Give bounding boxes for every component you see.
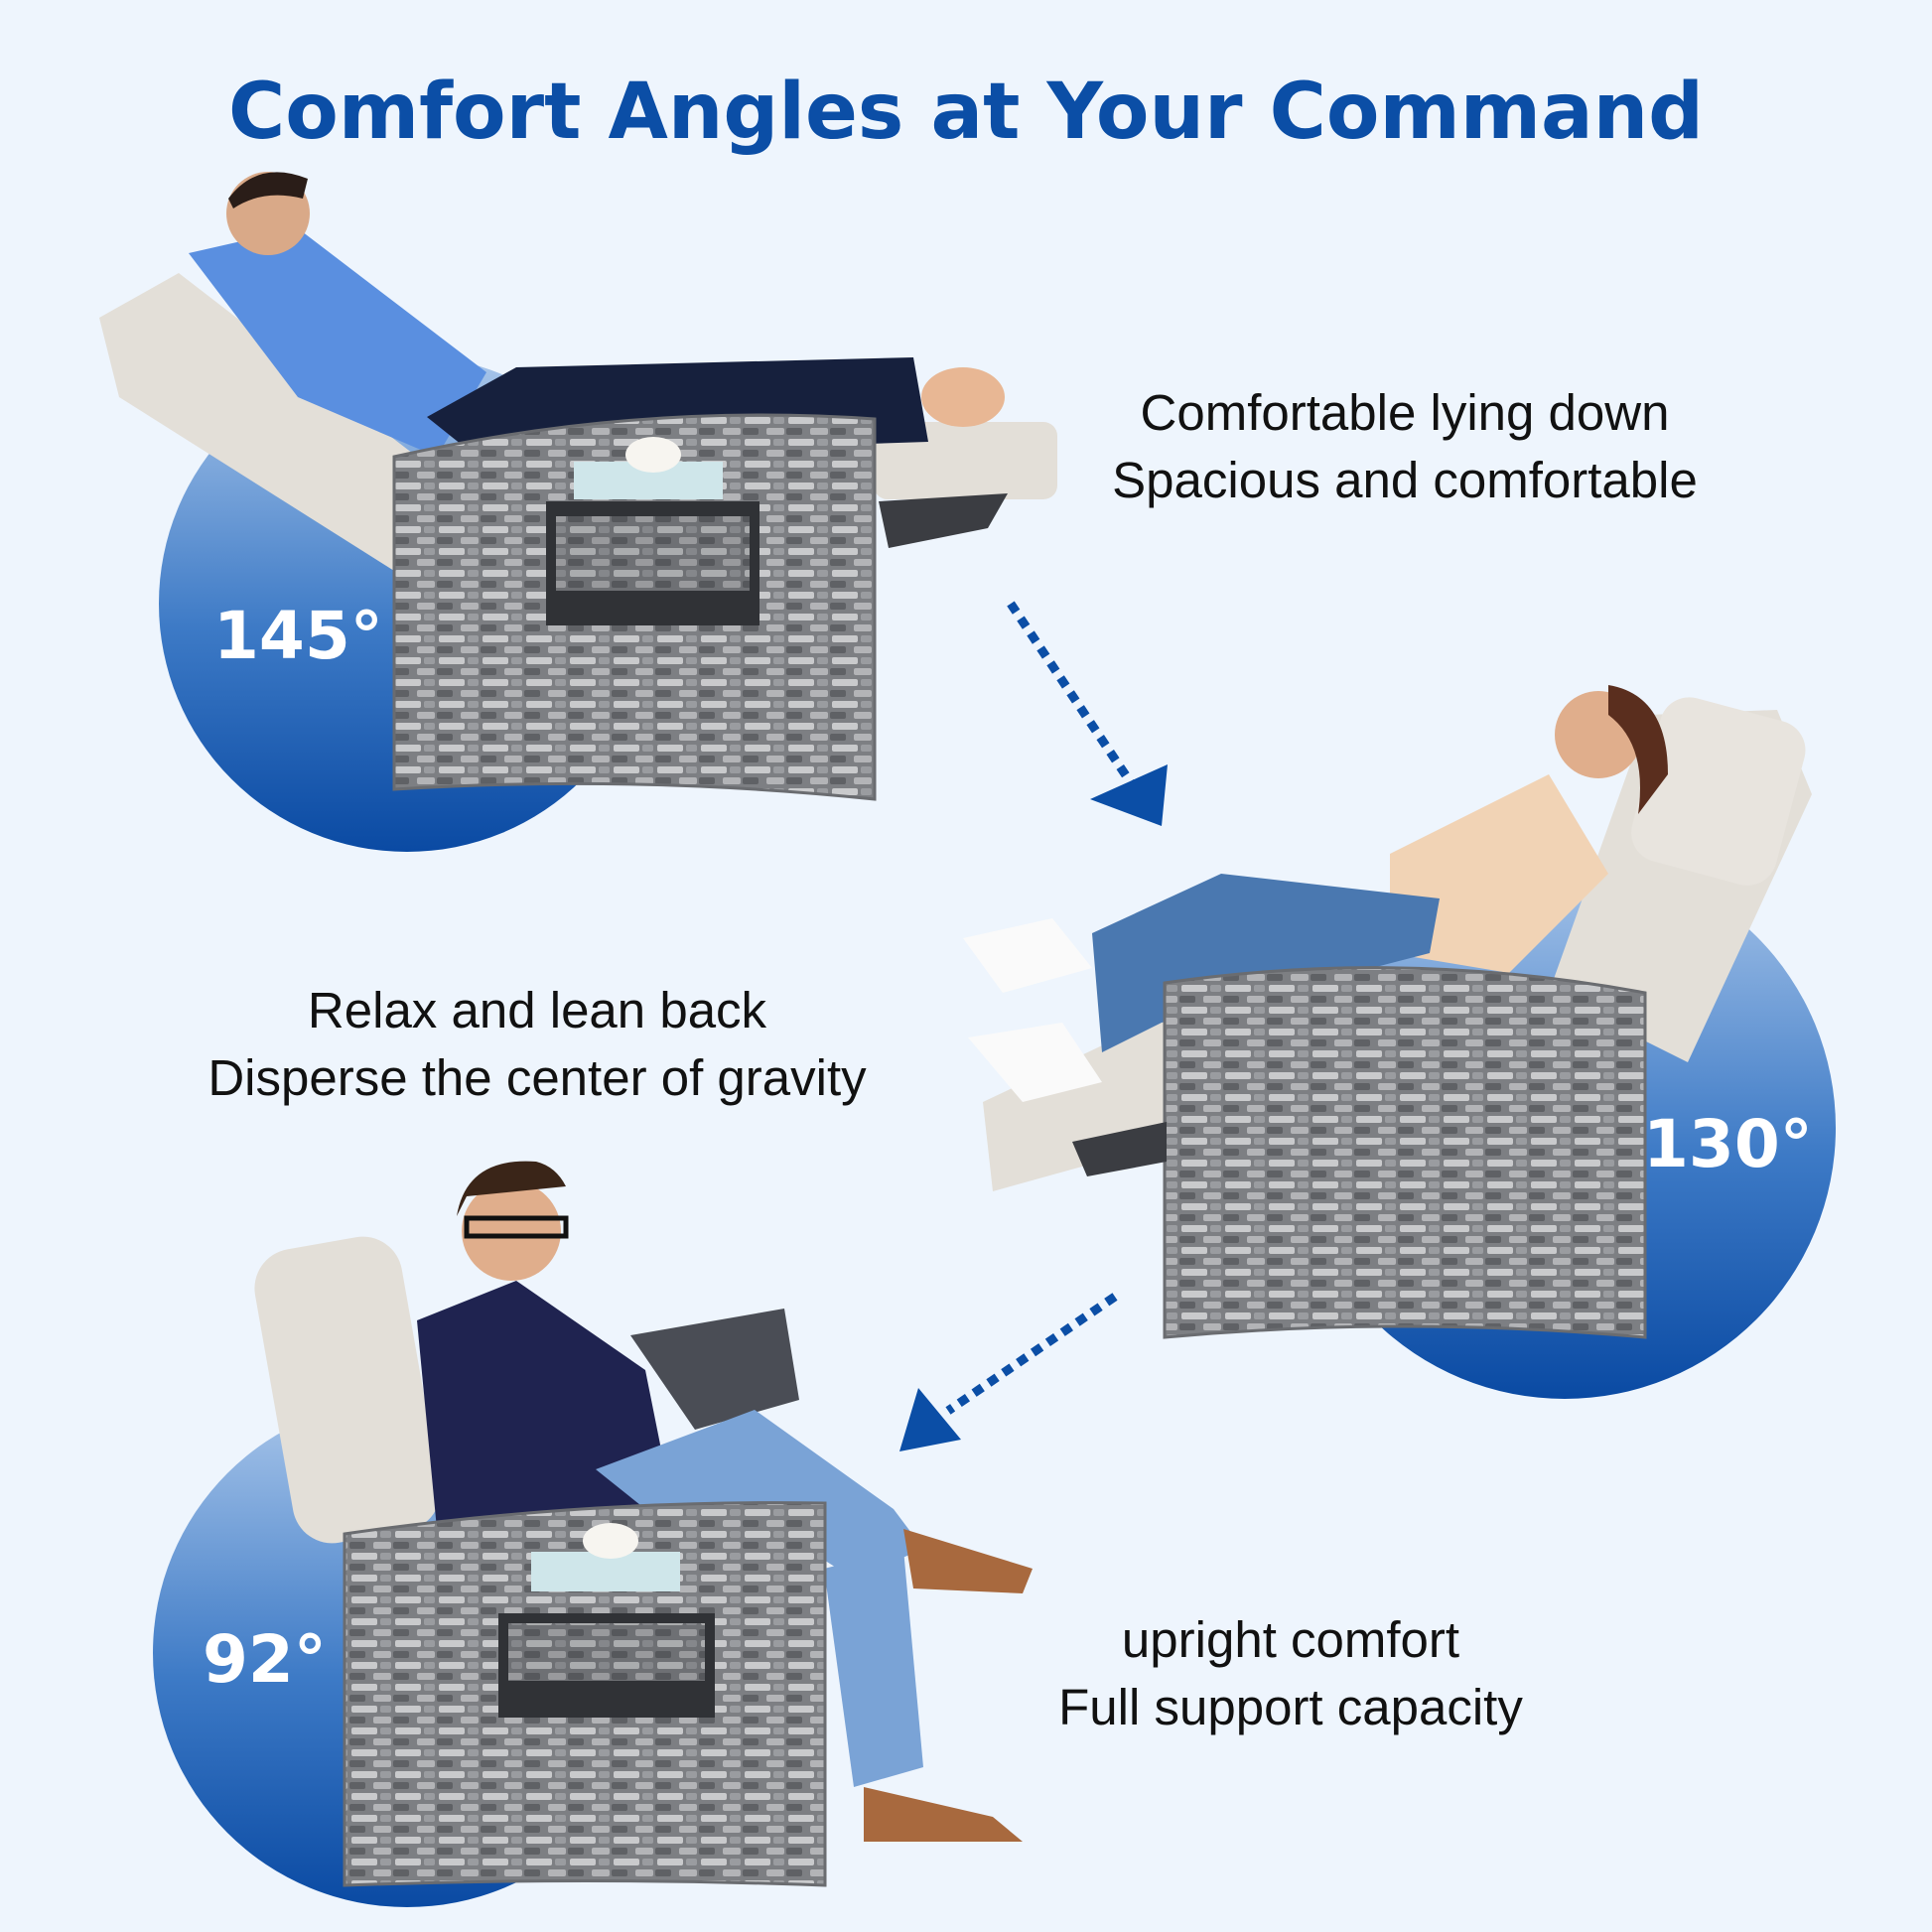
recliner-92-illustration [254, 1161, 1033, 1887]
recliner-145-illustration [99, 172, 1057, 801]
angle-label-130: 130° [1643, 1106, 1813, 1182]
caption-145-line2: Spacious and comfortable [1112, 452, 1698, 508]
angle-label-145: 145° [213, 598, 383, 674]
recliner-130-illustration [963, 685, 1812, 1339]
caption-92-line1: upright comfort [1121, 1611, 1460, 1668]
caption-130: Relax and lean back Disperse the center … [140, 977, 934, 1112]
caption-92: upright comfort Full support capacity [894, 1606, 1688, 1741]
caption-130-line1: Relax and lean back [307, 982, 767, 1038]
arrow-down-left-icon [899, 1293, 1118, 1451]
caption-145-line1: Comfortable lying down [1140, 384, 1670, 441]
caption-145: Comfortable lying down Spacious and comf… [1008, 379, 1802, 514]
caption-130-line2: Disperse the center of gravity [207, 1049, 867, 1106]
angle-label-92: 92° [203, 1621, 327, 1698]
caption-92-line2: Full support capacity [1058, 1679, 1523, 1735]
arrow-down-right-icon [1007, 601, 1168, 826]
page-title: Comfort Angles at Your Command [228, 68, 1704, 157]
